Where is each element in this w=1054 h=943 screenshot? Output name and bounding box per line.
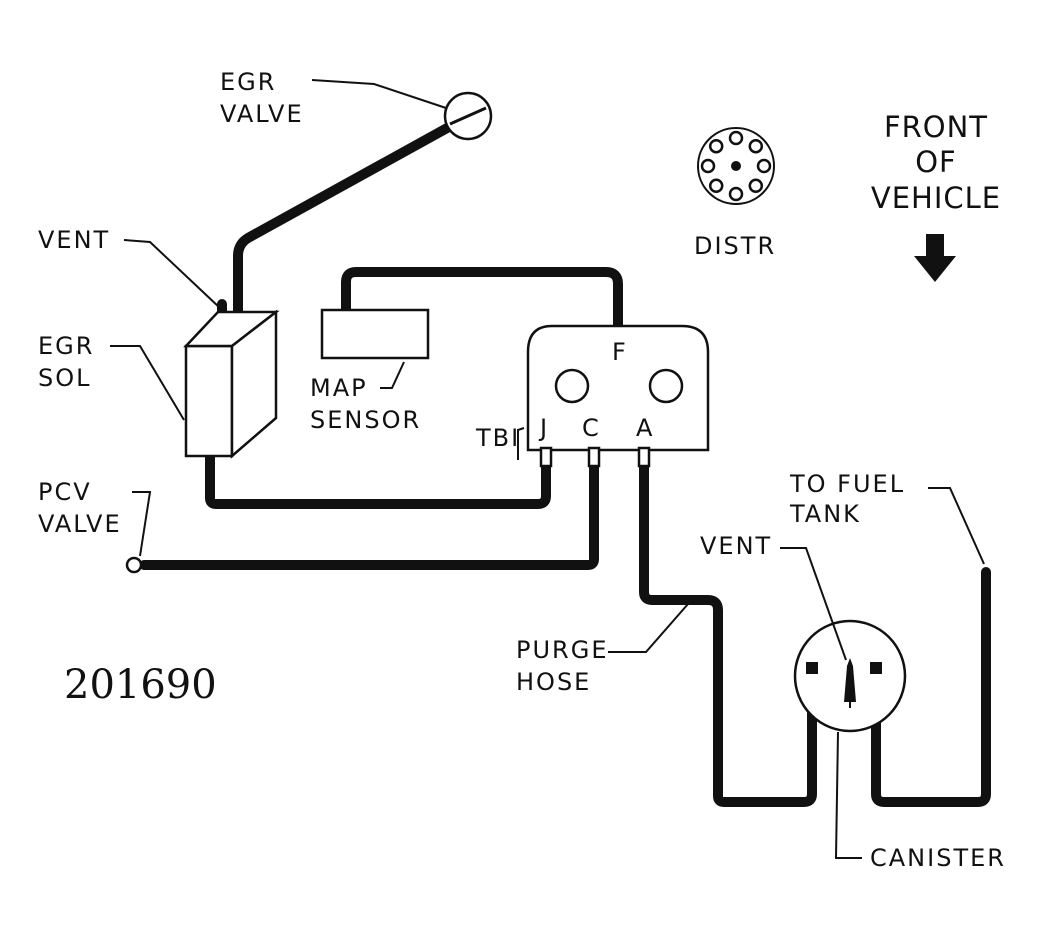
tbi-bracket — [517, 427, 525, 460]
distributor-terminal — [728, 186, 744, 202]
figure-number: 201690 — [64, 662, 217, 708]
leader-canister — [834, 731, 862, 859]
leader-egr-valve — [311, 79, 447, 109]
leader-vent-top — [123, 239, 221, 309]
egr-valve-hose — [233, 117, 463, 323]
purge-hose-label: PURGE HOSE — [516, 636, 608, 696]
distributor-terminal — [708, 138, 724, 154]
purge-hose-label-line2: HOSE — [516, 668, 591, 696]
egr-sol-label: EGR SOL — [38, 332, 94, 392]
canister-label: CANISTER — [870, 844, 1006, 872]
pcv-valve-label-line2: VALVE — [38, 510, 122, 538]
map-sensor-label-line2: SENSOR — [310, 406, 421, 434]
leader-fuel-tank — [928, 487, 985, 565]
port-c-label: C — [582, 414, 601, 442]
leader-egr-sol — [110, 345, 185, 421]
arrow-down-icon — [914, 234, 956, 282]
egr-valve-label-line1: EGR — [220, 68, 276, 96]
to-fuel-tank-label: TO FUEL TANK — [789, 470, 905, 528]
distributor-cap-icon — [697, 127, 775, 205]
pcv-valve-label-line1: PCV — [38, 478, 92, 506]
fuel-tank-hose — [871, 567, 991, 807]
pcv-valve-label: PCV VALVE — [38, 478, 122, 538]
tbi-label: TBI — [475, 424, 520, 452]
distr-label: DISTR — [694, 232, 776, 260]
egr-solenoid — [183, 309, 280, 459]
front-label-line2: OF — [915, 145, 957, 179]
leader-map-sensor — [380, 361, 405, 389]
distributor-terminal — [728, 130, 744, 146]
map-sensor — [320, 308, 430, 360]
to-fuel-tank-label-line1: TO FUEL — [789, 470, 905, 498]
leader-pcv — [132, 491, 152, 557]
distributor-terminal — [748, 138, 764, 154]
front-label-line1: FRONT — [884, 110, 988, 144]
leader-purge-hose — [608, 603, 689, 653]
purge-hose-label-line1: PURGE — [516, 636, 608, 664]
egr-valve-label: EGR VALVE — [220, 68, 304, 128]
distributor-terminal — [756, 158, 772, 174]
front-label-line3: VEHICLE — [871, 181, 1001, 215]
pcv-valve — [125, 556, 143, 574]
egr-valve — [443, 91, 493, 141]
map-sensor-hose — [341, 267, 623, 335]
distributor-terminal — [708, 178, 724, 194]
port-a-label: A — [636, 414, 654, 442]
port-f-label: F — [612, 338, 628, 366]
distributor-terminal — [700, 158, 716, 174]
distributor-terminal — [748, 178, 764, 194]
map-sensor-label: MAP SENSOR — [310, 374, 421, 434]
leader-vent-canister — [780, 547, 847, 661]
tbi-unit — [526, 324, 710, 468]
pcv-to-tbi-c-hose — [139, 461, 599, 570]
egr-sol-label-line1: EGR — [38, 332, 94, 360]
egr-sol-to-tbi-j-hose — [205, 451, 551, 509]
egr-valve-label-line2: VALVE — [220, 100, 304, 128]
vent-top-label: VENT — [38, 226, 110, 254]
purge-hose — [639, 461, 817, 807]
egr-sol-label-line2: SOL — [38, 364, 92, 392]
to-fuel-tank-label-line2: TANK — [789, 500, 861, 528]
vent-canister-label: VENT — [700, 532, 772, 560]
canister — [793, 619, 907, 733]
front-of-vehicle-label: FRONT OF VEHICLE — [871, 110, 1001, 215]
map-sensor-label-line1: MAP — [310, 374, 368, 402]
port-j-label: J — [538, 414, 549, 442]
